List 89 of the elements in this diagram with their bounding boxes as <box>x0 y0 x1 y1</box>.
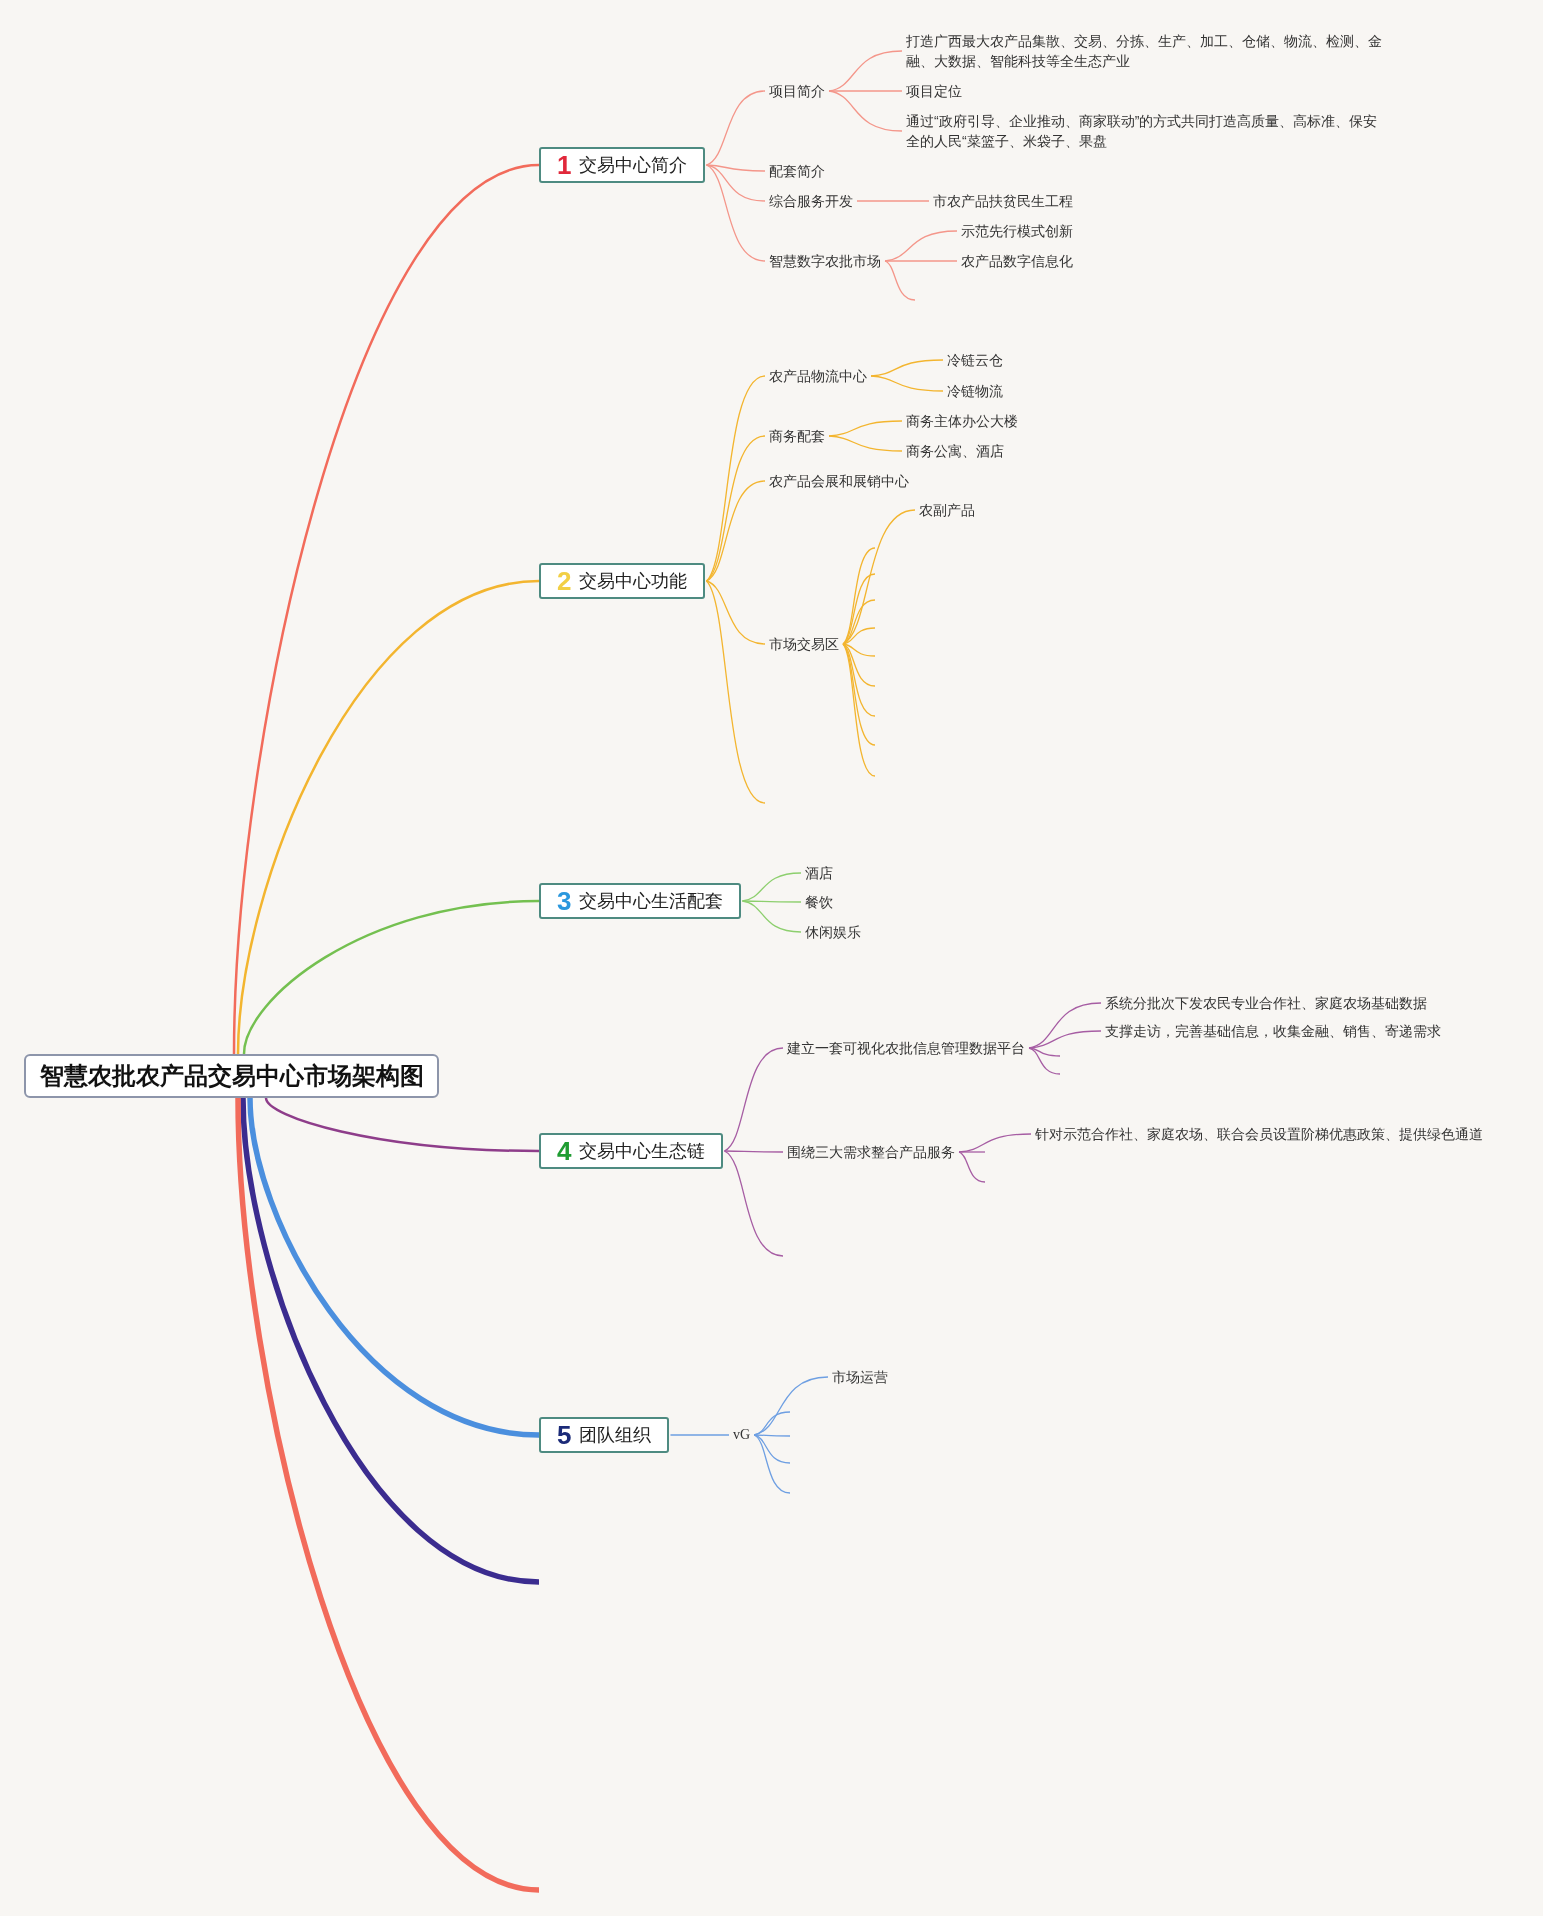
branch-line <box>842 643 876 657</box>
branch-line <box>240 1097 540 1585</box>
branch-line <box>1028 1047 1061 1057</box>
branch-line <box>842 547 876 645</box>
branch-line <box>842 643 876 777</box>
branch-line <box>842 573 876 645</box>
branch-line <box>723 1047 784 1152</box>
subtopic-label: 配套简介 <box>769 161 825 181</box>
priority-number: 2 <box>557 568 572 594</box>
branch-line <box>958 1151 986 1183</box>
priority-number: 1 <box>557 152 572 178</box>
subtopic-label: 项目简介 <box>769 81 825 101</box>
topic-box <box>539 147 706 183</box>
subtopic-label: 围绕三大需求整合产品服务 <box>787 1142 955 1162</box>
branch-line <box>705 580 766 804</box>
priority-number: 5 <box>557 1422 572 1448</box>
topic-box <box>539 883 742 919</box>
branch-line <box>828 90 903 92</box>
root-topic-box: 智慧农批农产品交易中心市场架构图 <box>24 1054 439 1098</box>
subtopic-label: 餐饮 <box>805 892 833 912</box>
branch-line <box>842 643 876 746</box>
branch-line <box>264 1097 540 1153</box>
priority-number: 3 <box>557 888 572 914</box>
subtopic-label: 示范先行模式创新 <box>961 221 1073 241</box>
branch-line <box>723 1150 784 1153</box>
branch-line <box>856 200 930 202</box>
branch-line <box>884 260 958 262</box>
subtopic-label: 商务配套 <box>769 426 825 446</box>
subtopic-label: 冷链物流 <box>947 381 1003 401</box>
topic-box <box>539 1417 670 1453</box>
subtopic-label: 农产品会展和展销中心 <box>769 471 909 491</box>
subtopic-label: 冷链云仓 <box>947 350 1003 370</box>
subtopic-label: 综合服务开发 <box>769 191 853 211</box>
branch-line <box>842 627 876 645</box>
branch-line <box>753 1434 791 1437</box>
subtopic-label: 建立一套可视化农批信息管理数据平台 <box>787 1038 1025 1058</box>
branch-line <box>247 1097 540 1438</box>
branch-line <box>958 1151 986 1153</box>
branch-line <box>705 164 766 262</box>
subtopic-label: 通过“政府引导、企业推动、商家联动”的方式共同打造高质量、高标准、保安全的人民“菜篮子、米袋子、果盘 <box>906 111 1388 151</box>
branch-line <box>828 435 903 452</box>
branch-line <box>235 1097 540 1893</box>
branch-line <box>236 579 540 1055</box>
branch-line <box>870 375 944 392</box>
subtopic-label: 支撑走访，完善基础信息，收集金融、销售、寄递需求 <box>1105 1021 1441 1041</box>
subtopic-label: 农产品数字信息化 <box>961 251 1073 271</box>
branch-line <box>884 260 916 301</box>
priority-number: 4 <box>557 1138 572 1164</box>
topic-title: 团队组织 <box>579 1424 652 1447</box>
branch-line <box>753 1434 791 1464</box>
topic-title: 交易中心简介 <box>579 154 688 177</box>
subtopic-label: 针对示范合作社、家庭农场、联合会员设置阶梯优惠政策、提供绿色通道 <box>1035 1124 1483 1144</box>
branch-line <box>723 1150 784 1257</box>
branch-line <box>705 164 766 172</box>
subtopic-label: 酒店 <box>805 863 833 883</box>
subtopic-label: 农副产品 <box>919 500 975 520</box>
topic-box <box>539 1133 724 1169</box>
branch-line <box>870 359 944 377</box>
branch-line <box>753 1434 791 1494</box>
topic-title: 交易中心生活配套 <box>579 890 724 913</box>
subtopic-label: 智慧数字农批市场 <box>769 251 881 271</box>
branch-line <box>828 90 903 132</box>
subtopic-label: 市场交易区 <box>769 634 839 654</box>
branch-line <box>741 900 802 933</box>
branch-line <box>842 599 876 645</box>
topic-title: 交易中心功能 <box>579 570 688 593</box>
subtopic-label: 市农产品扶贫民生工程 <box>933 191 1073 211</box>
subtopic-label: 商务主体办公大楼 <box>906 411 1018 431</box>
branch-line <box>1028 1030 1102 1049</box>
subtopic-label: 打造广西最大农产品集散、交易、分拣、生产、加工、仓储、物流、检测、金融、大数据、智能科技等全生态产业 <box>906 31 1388 71</box>
subtopic-label: 项目定位 <box>906 81 962 101</box>
branch-line <box>705 480 766 582</box>
subtopic-label: 农产品物流中心 <box>769 366 867 386</box>
subtopic-label: 休闲娱乐 <box>805 922 861 942</box>
branch-line <box>705 90 766 166</box>
topic-title: 交易中心生态链 <box>579 1140 706 1163</box>
subtopic-label: 系统分批次下发农民专业合作社、家庭农场基础数据 <box>1105 993 1427 1013</box>
branch-line <box>842 643 876 717</box>
branch-line <box>705 580 766 645</box>
branch-line <box>828 420 903 437</box>
branch-line <box>242 899 540 1055</box>
topic-box <box>539 563 706 599</box>
branch-line <box>705 435 766 582</box>
branch-line <box>669 1434 730 1436</box>
branch-line <box>232 163 540 1055</box>
subtopic-label: 商务公寓、酒店 <box>906 441 1004 461</box>
subtopic-label: 市场运营 <box>832 1367 888 1387</box>
subtopic-label: vG <box>733 1425 751 1445</box>
branch-line <box>1028 1047 1061 1075</box>
